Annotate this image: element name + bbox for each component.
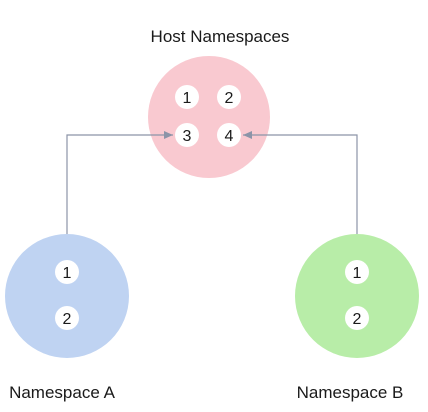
host-slot-1 (175, 85, 199, 109)
namespace-b-slot-2-label: 2 (353, 311, 362, 328)
host-slot-2-label: 2 (225, 90, 234, 107)
namespace-a-circle (5, 234, 129, 358)
host-slot-4-label: 4 (225, 128, 234, 145)
namespace-a-title: Namespace A (9, 383, 115, 402)
host-slot-4 (217, 123, 241, 147)
connector-b-to-host (243, 131, 358, 258)
namespace-a-slot-2 (55, 306, 79, 330)
connector-a-to-host (66, 131, 173, 258)
host-slot-1-label: 1 (183, 90, 192, 107)
namespace-b-slot-1-label: 1 (353, 265, 362, 282)
namespace-a-slot-2-label: 2 (63, 311, 72, 328)
namespace-b-circle (295, 234, 419, 358)
host-slot-3 (175, 123, 199, 147)
namespace-b-slot-1 (345, 260, 369, 284)
namespace-a-slot-1 (55, 260, 79, 284)
namespace-a-slot-1-label: 1 (63, 265, 72, 282)
host-slot-3-label: 3 (183, 128, 192, 145)
host-namespaces-title: Host Namespaces (151, 27, 290, 46)
namespace-b-title: Namespace B (297, 383, 404, 402)
namespace-b-slot-2 (345, 306, 369, 330)
host-slot-2 (217, 85, 241, 109)
host-namespaces-circle (148, 56, 270, 178)
